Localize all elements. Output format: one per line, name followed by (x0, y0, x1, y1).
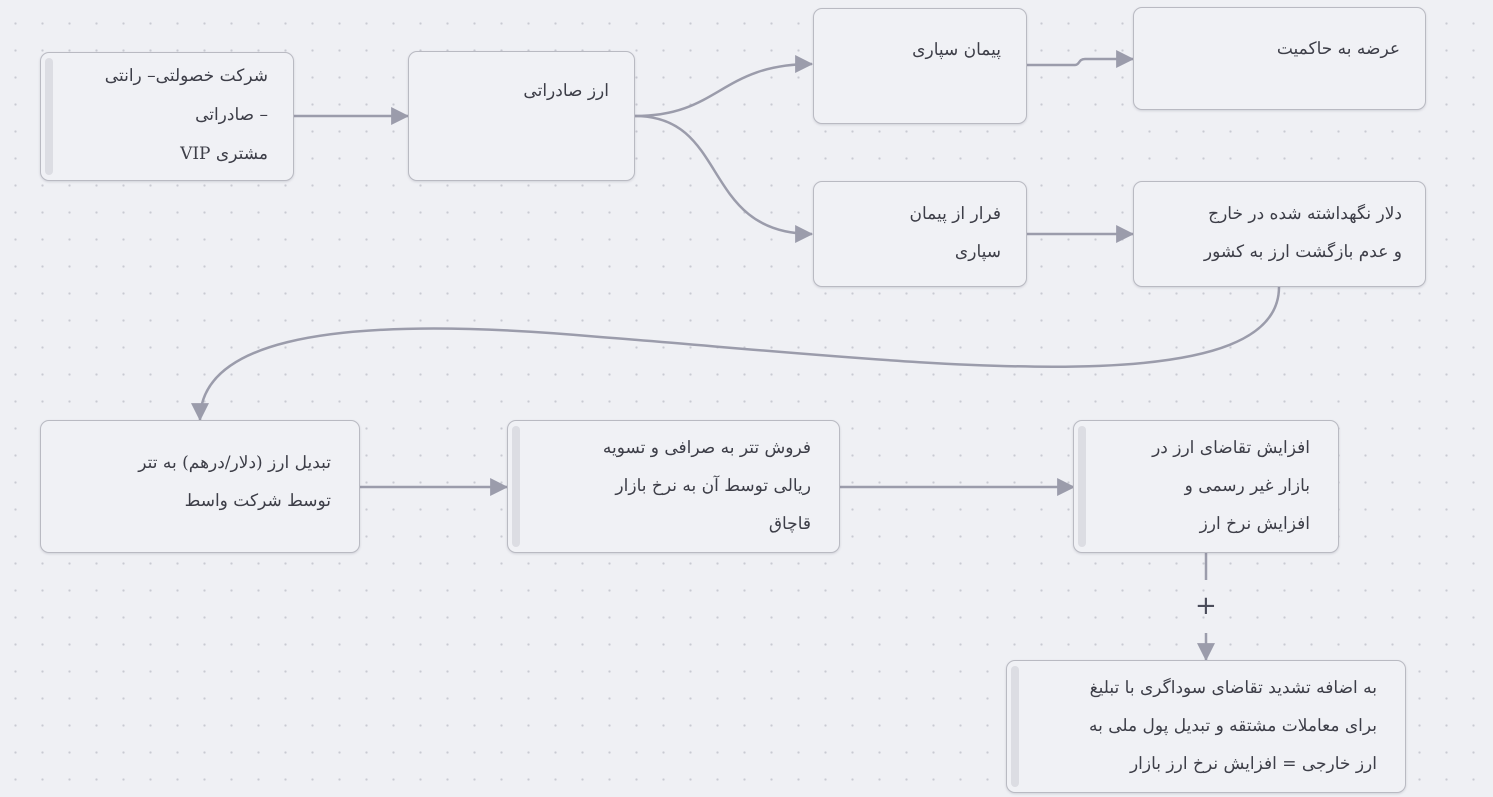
node-drag-handle[interactable] (1078, 426, 1086, 547)
node-drag-handle[interactable] (512, 426, 520, 547)
node-sell-tether[interactable]: فروش تتر به صرافی و تسویه ریالی توسط آن … (507, 420, 840, 553)
node-contracting[interactable]: پیمان سپاری (813, 8, 1027, 124)
edge-export-to-escape (634, 114, 814, 243)
node-drag-handle[interactable] (1011, 666, 1019, 787)
node-label: پیمان سپاری (912, 40, 1001, 60)
node-offer-to-government[interactable]: عرضه به حاکمیت (1133, 7, 1426, 110)
node-label: افزایش تقاضای ارز در بازار غیر رسمی و اف… (1152, 438, 1310, 534)
node-escape-contracting[interactable]: فرار از پیمان سپاری (813, 181, 1027, 287)
node-label: ارز صادراتی (523, 81, 609, 101)
edge-dollar-to-tether (191, 286, 1281, 422)
node-vip-company[interactable]: شرکت خصولتی– رانتی – صادراتی مشتری VIP (40, 52, 294, 181)
node-speculation[interactable]: به اضافه تشدید تقاضای سوداگری با تبلیغ ب… (1006, 660, 1406, 793)
node-label: فرار از پیمان سپاری (909, 204, 1001, 262)
node-label: شرکت خصولتی– رانتی – صادراتی مشتری VIP (104, 66, 268, 164)
node-dollar-kept-abroad[interactable]: دلار نگهداشته شده در خارج و عدم بازگشت ا… (1133, 181, 1426, 287)
node-label: عرضه به حاکمیت (1276, 39, 1400, 59)
node-label: به اضافه تشدید تقاضای سوداگری با تبلیغ ب… (1088, 678, 1377, 774)
edge-export-to-contracting (634, 55, 814, 118)
node-convert-to-tether[interactable]: تبدیل ارز (دلار/درهم) به تتر توسط شرکت و… (40, 420, 360, 553)
node-label: دلار نگهداشته شده در خارج و عدم بازگشت ا… (1203, 204, 1402, 262)
node-export-currency[interactable]: ارز صادراتی (408, 51, 635, 181)
node-label: فروش تتر به صرافی و تسویه ریالی توسط آن … (602, 438, 811, 534)
edge-contracting-to-offer (1026, 50, 1135, 68)
edge-plus-label: + (1195, 591, 1217, 621)
node-label: تبدیل ارز (دلار/درهم) به تتر توسط شرکت و… (138, 453, 331, 511)
node-drag-handle[interactable] (45, 58, 53, 175)
node-increase-demand[interactable]: افزایش تقاضای ارز در بازار غیر رسمی و اف… (1073, 420, 1339, 553)
